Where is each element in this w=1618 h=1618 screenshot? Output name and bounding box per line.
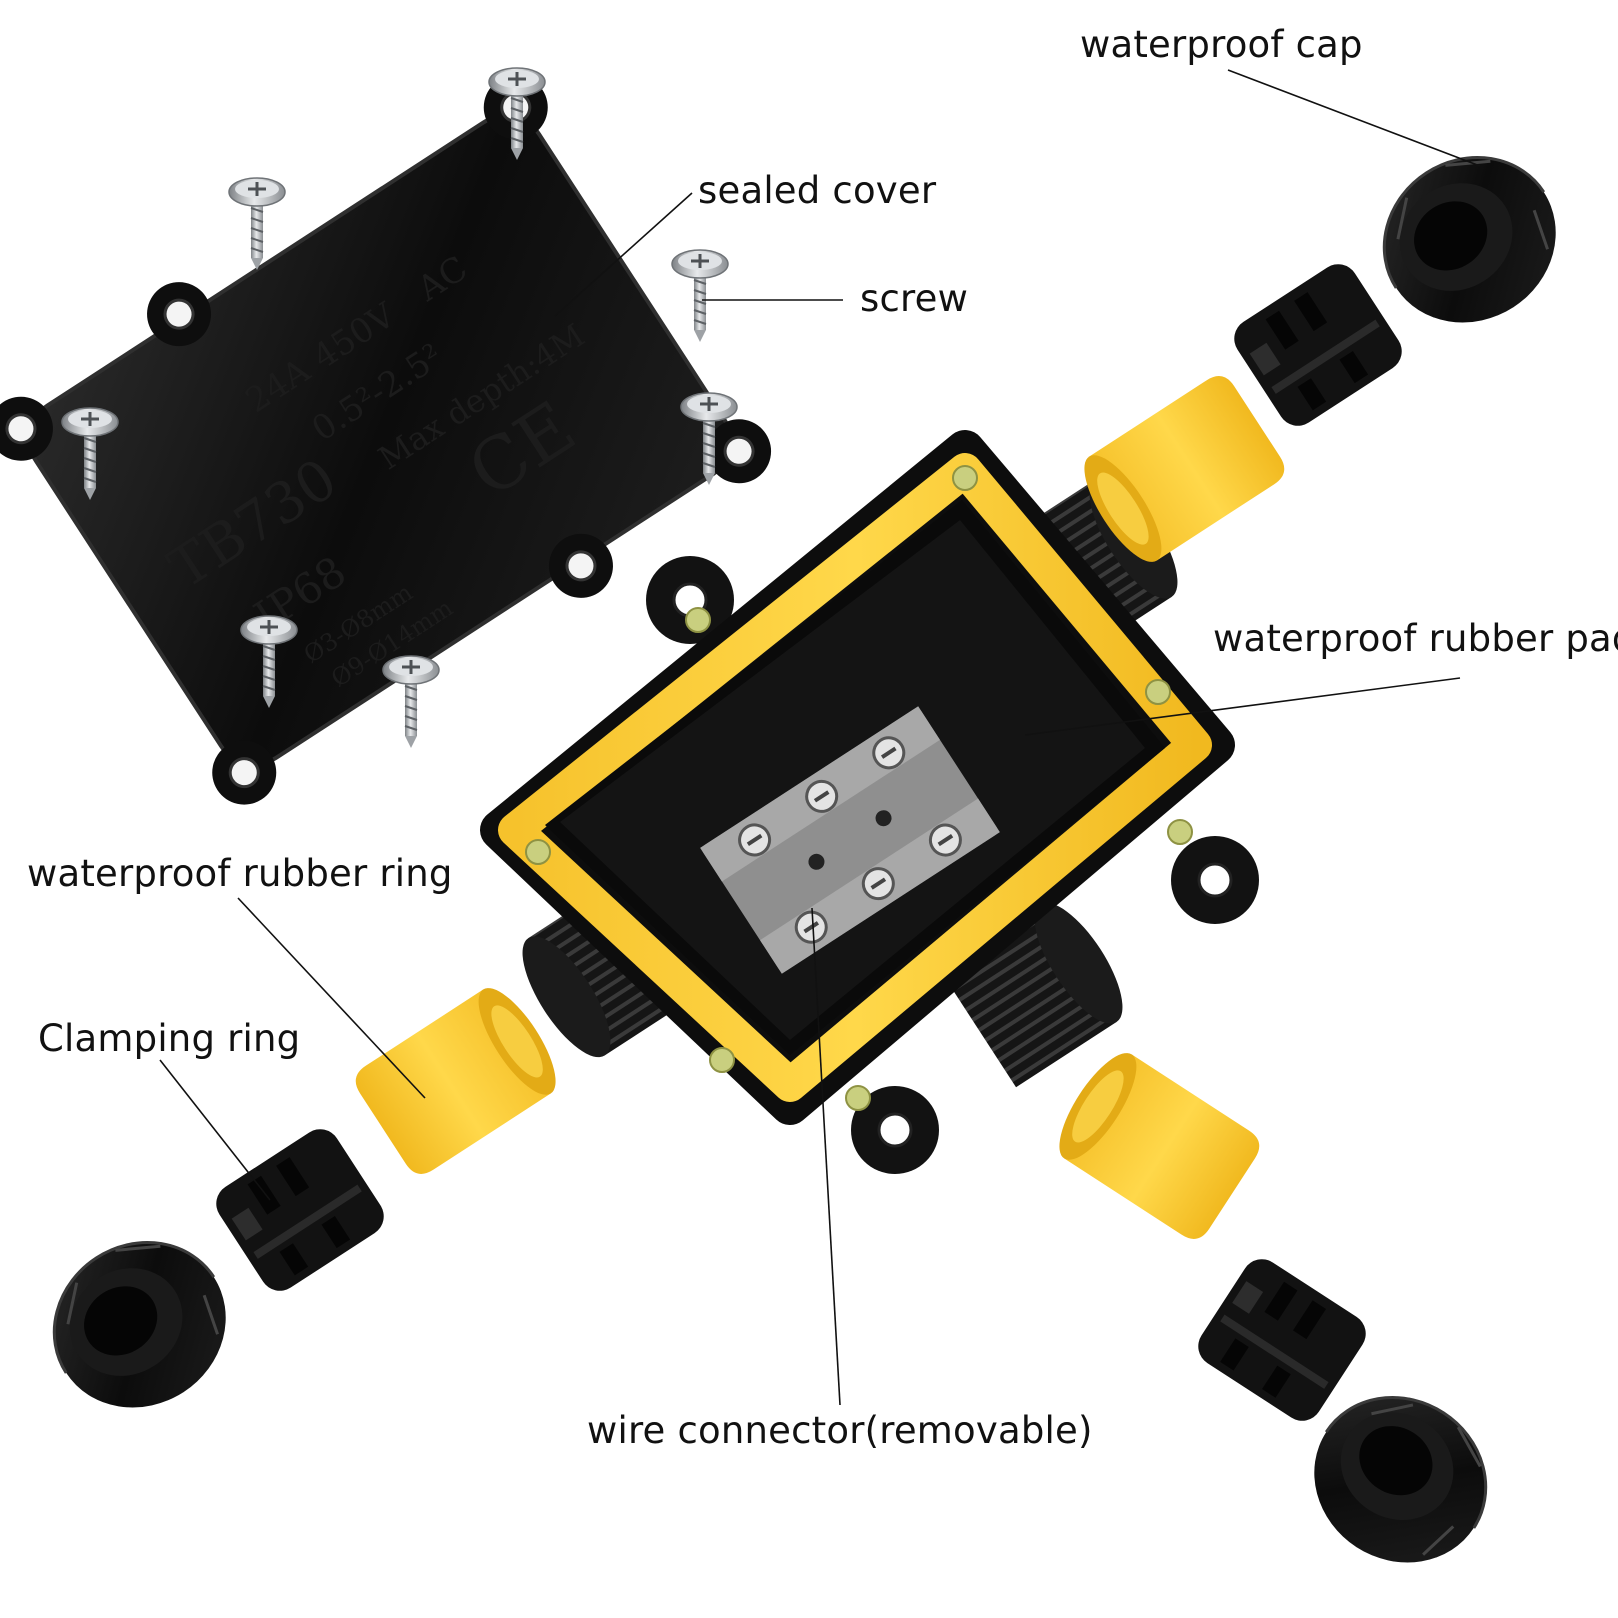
leader-clamping-ring xyxy=(159,1059,271,1201)
leader-waterproof-rubber-ring xyxy=(237,897,426,1099)
label-wire-connector: wire connector(removable) xyxy=(587,1409,1093,1452)
leader-lines xyxy=(159,69,1481,1406)
mounting-ear-bottom xyxy=(851,1086,939,1174)
clamping-ring-upper xyxy=(1226,256,1410,434)
clamping-ring-lower-left xyxy=(208,1121,392,1299)
label-waterproof-cap: waterproof cap xyxy=(1080,23,1363,66)
mounting-ear-left xyxy=(646,556,734,644)
rubber-ring-lower-right xyxy=(1045,1042,1266,1246)
label-sealed-cover: sealed cover xyxy=(698,169,937,212)
junction-box-body xyxy=(480,430,1259,1174)
clamping-ring-lower-right xyxy=(1190,1251,1374,1429)
leader-sealed-cover xyxy=(554,192,693,317)
mounting-ear-right xyxy=(1171,836,1259,924)
seal-holes xyxy=(525,465,1193,1111)
wire-connector-block xyxy=(700,706,1000,974)
label-waterproof-rubber-pad: waterproof rubber pad xyxy=(1213,617,1618,660)
leader-waterproof-rubber-pad xyxy=(1024,677,1461,736)
screw-7 xyxy=(381,654,441,750)
waterproof-cap-upper xyxy=(1351,123,1589,357)
rubber-ring-lower-left xyxy=(349,977,570,1181)
waterproof-cap-lower-left xyxy=(21,1208,259,1442)
leader-waterproof-cap xyxy=(1227,69,1481,167)
label-screw: screw xyxy=(860,277,969,320)
sealed-cover: TB730 24A 450V AC 0.5²-2.5² Max depth:4M… xyxy=(0,61,785,819)
label-clamping-ring: Clamping ring xyxy=(38,1017,301,1060)
label-waterproof-rubber-ring: waterproof rubber ring xyxy=(27,852,453,895)
leader-wire-connector xyxy=(811,907,841,1406)
screw-3 xyxy=(670,248,730,344)
